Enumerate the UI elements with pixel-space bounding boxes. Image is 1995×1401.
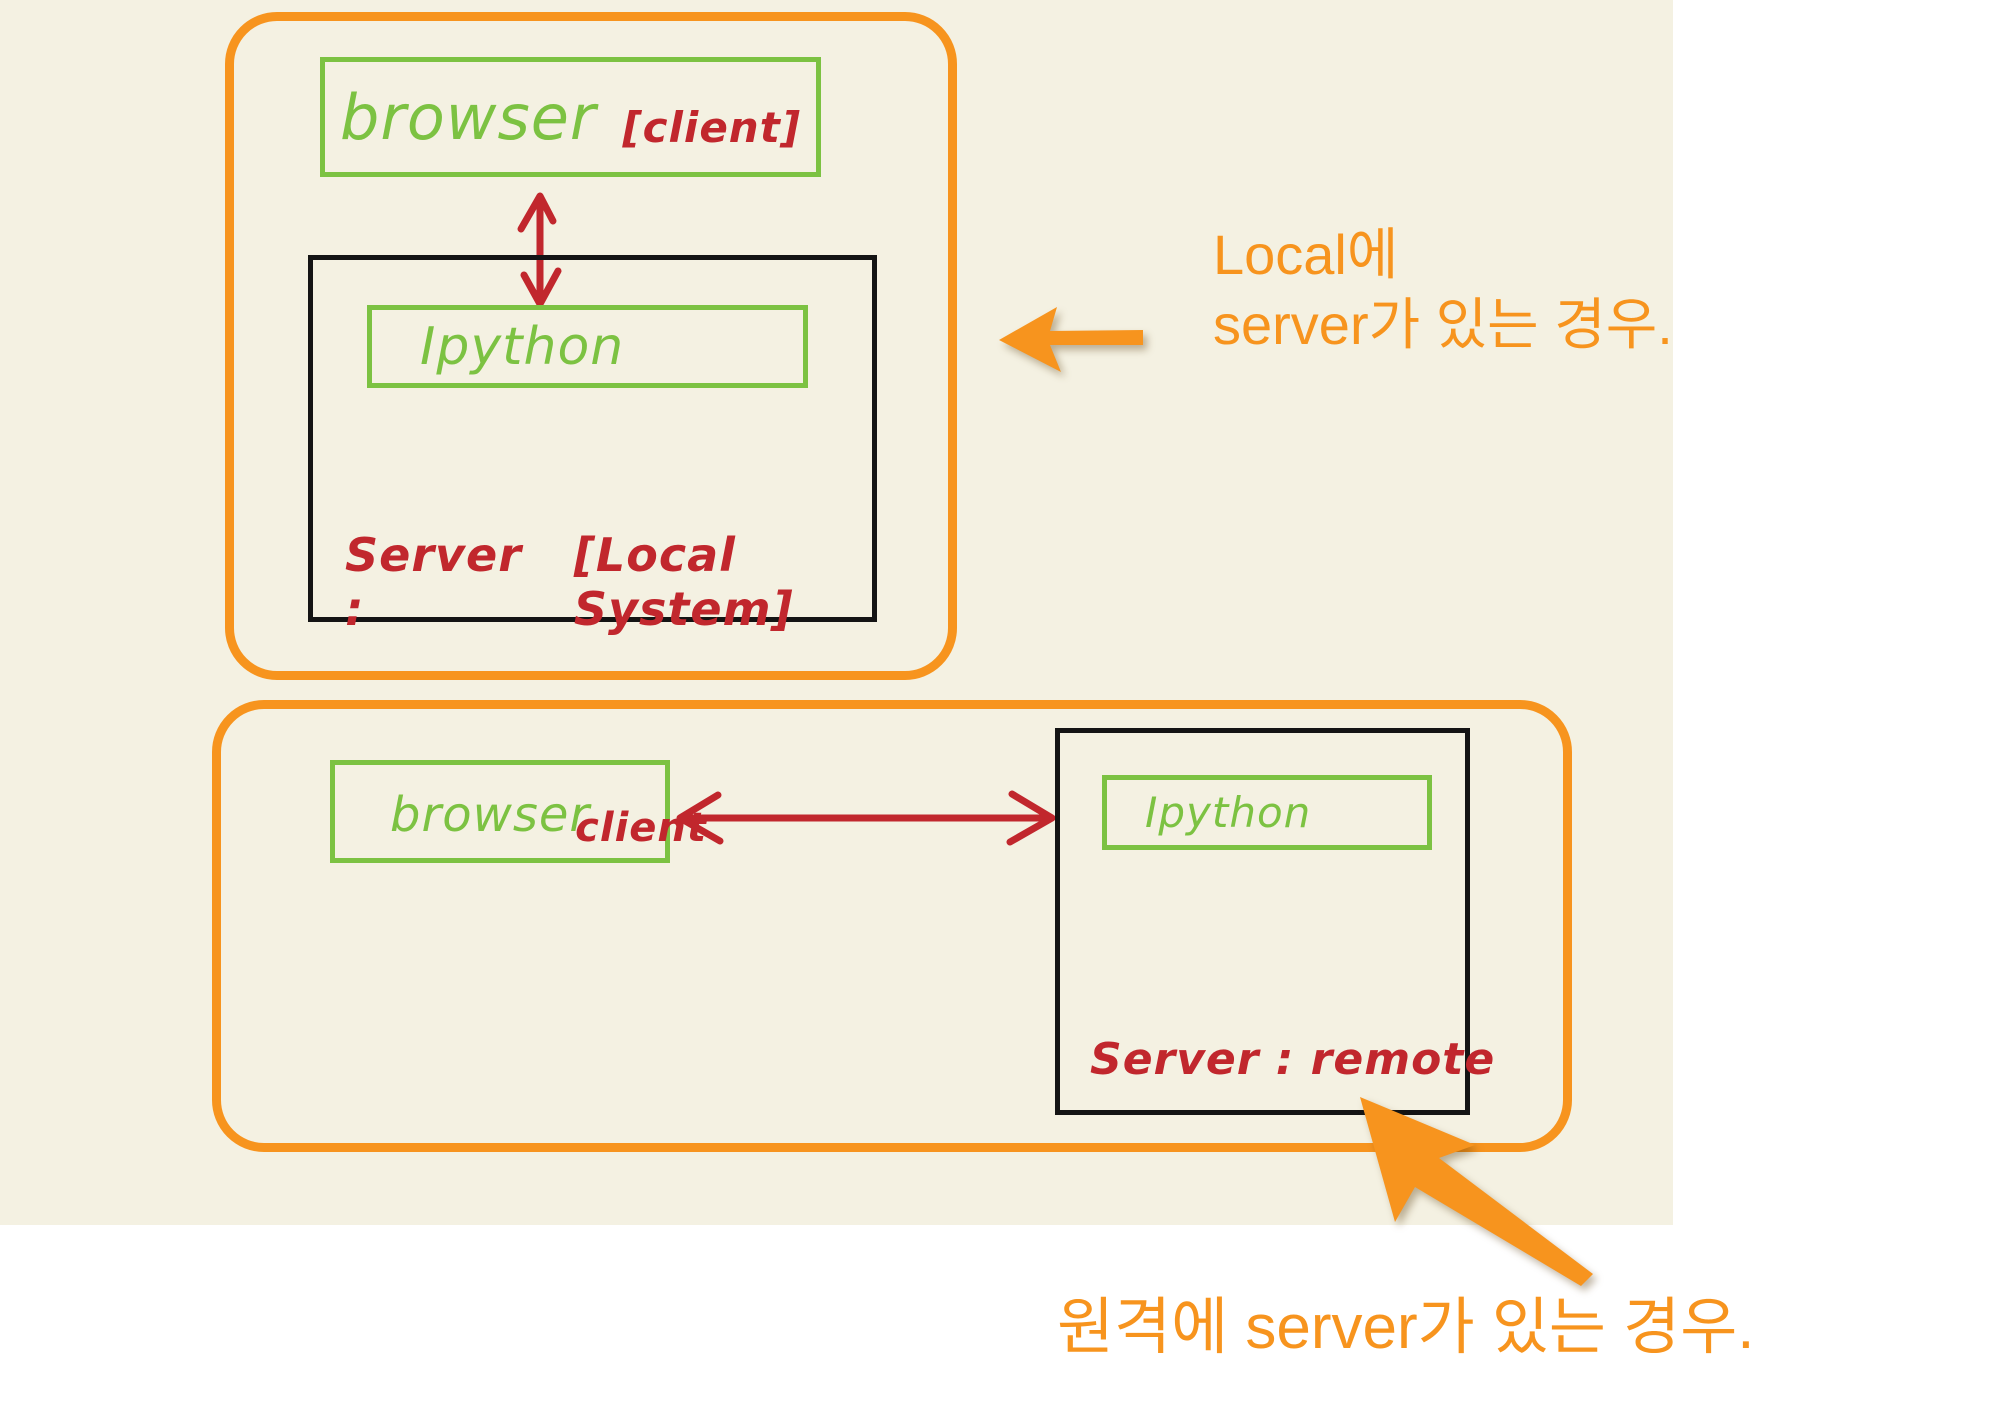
local-system-box bbox=[308, 255, 877, 622]
local-annotation-line1: Local에 bbox=[1213, 223, 1399, 286]
browser-box: browser client bbox=[330, 760, 706, 863]
client-label: [client] bbox=[622, 102, 801, 152]
ipython-box: Ipython bbox=[367, 305, 808, 388]
ipython-label: Ipython bbox=[1145, 788, 1312, 837]
paper-background bbox=[0, 0, 1673, 1225]
local-server-group bbox=[225, 12, 957, 680]
up-left-arrow-icon bbox=[1360, 1097, 1593, 1286]
local-annotation-line2: server가 있는 경우. bbox=[1213, 293, 1673, 356]
server-label-prefix: Server : bbox=[345, 528, 522, 636]
remote-system-box bbox=[1055, 728, 1470, 1115]
left-arrow-icon bbox=[999, 307, 1143, 372]
local-annotation: Local에 server가 있는 경우. bbox=[1213, 220, 1673, 360]
server-label-suffix: [Local System] bbox=[573, 528, 794, 636]
browser-label: browser bbox=[340, 80, 597, 154]
browser-label: browser bbox=[390, 787, 591, 843]
ipython-box-remote: Ipython bbox=[1102, 775, 1432, 850]
remote-server-group bbox=[212, 700, 1572, 1152]
remote-annotation: 원격에 server가 있는 경우. bbox=[1057, 1293, 1755, 1362]
browser-client-box: browser [client] bbox=[320, 57, 821, 177]
left-right-arrow-icon bbox=[676, 790, 1056, 846]
server-local-label: Server : [Local System] bbox=[345, 528, 865, 636]
server-remote-label: Server : remote bbox=[1090, 1034, 1496, 1085]
up-down-arrow-icon bbox=[517, 192, 562, 308]
ipython-label: Ipython bbox=[420, 316, 625, 377]
